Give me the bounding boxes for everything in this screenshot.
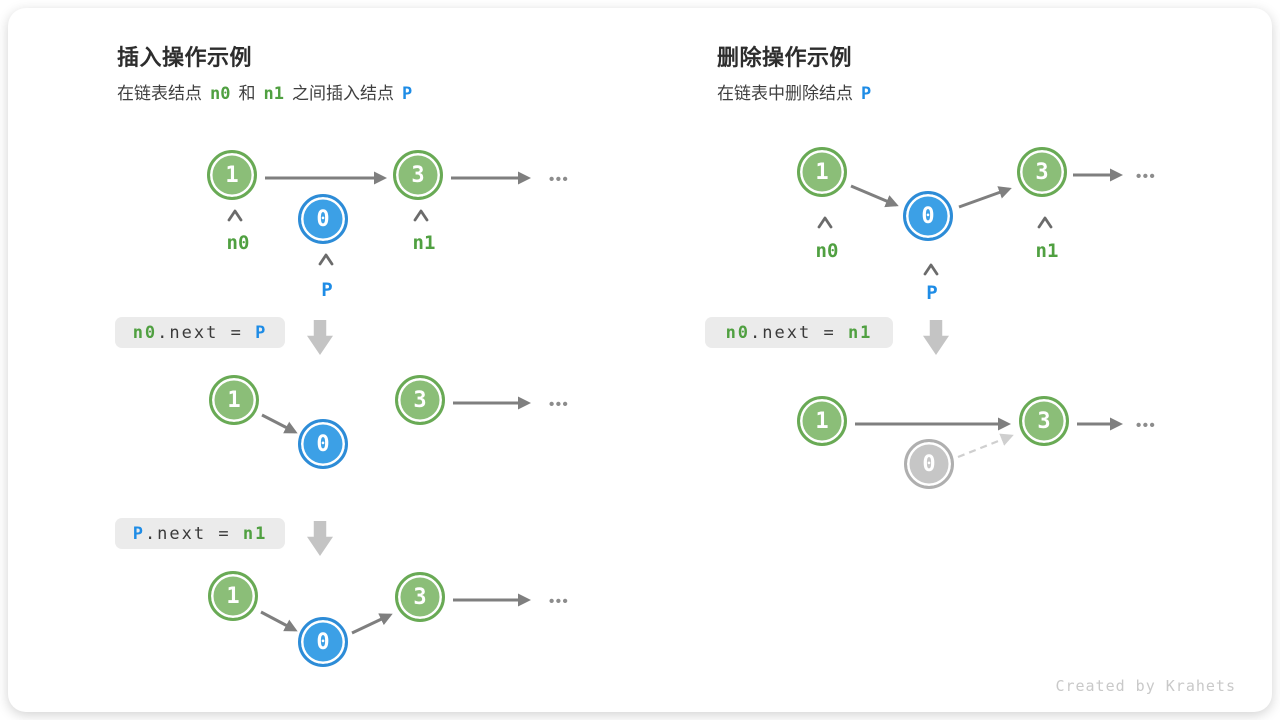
pointer-label-n1: n1	[1035, 240, 1059, 262]
code-lhs: P	[132, 523, 145, 544]
node-p-removed: 0	[904, 439, 954, 489]
subtitle-text: 之间插入结点	[291, 84, 394, 103]
ellipsis: •••	[1136, 417, 1157, 434]
delete-panel-title: 删除操作示例	[717, 45, 853, 70]
subtitle-text: 在链表中删除结点	[717, 84, 853, 103]
pointer-label-p: P	[926, 282, 938, 304]
code-step-2: P.next = n1	[115, 518, 285, 549]
insert-panel-subtitle: 在链表结点 n0 和 n1 之间插入结点 P	[117, 79, 420, 104]
pointer-label-n0: n0	[226, 232, 250, 254]
code-op: .next =	[750, 322, 848, 343]
ellipsis: •••	[1136, 168, 1157, 185]
node-n1: 3	[395, 375, 445, 425]
code-lhs: n0	[725, 322, 751, 343]
node-n1: 3	[395, 572, 445, 622]
subtitle-text: 在链表结点	[117, 84, 202, 103]
node-n0: 1	[207, 150, 257, 200]
token-n1: n1	[263, 84, 284, 104]
node-p: 0	[903, 191, 953, 241]
node-n0: 1	[797, 396, 847, 446]
pointer-label-n1: n1	[412, 232, 436, 254]
node-p: 0	[298, 194, 348, 244]
token-p: P	[401, 84, 413, 104]
code-step-delete: n0.next = n1	[705, 317, 893, 348]
code-rhs: P	[255, 322, 268, 343]
token-p: P	[861, 84, 872, 104]
node-p: 0	[298, 617, 348, 667]
code-step-1: n0.next = P	[115, 317, 285, 348]
code-op: .next =	[144, 523, 243, 544]
ellipsis: •••	[549, 171, 570, 188]
node-n1: 3	[1019, 396, 1069, 446]
pointer-label-p: P	[321, 279, 333, 301]
diagram-card	[8, 8, 1272, 712]
delete-panel-subtitle: 在链表中删除结点 P	[717, 79, 879, 104]
node-p: 0	[298, 419, 348, 469]
node-n1: 3	[1017, 147, 1067, 197]
ellipsis: •••	[549, 593, 570, 610]
subtitle-text: 和	[238, 84, 256, 103]
node-n0: 1	[797, 147, 847, 197]
watermark: Created by Krahets	[1055, 677, 1236, 695]
code-rhs: n1	[847, 322, 873, 343]
pointer-label-n0: n0	[815, 240, 839, 262]
insert-panel-title: 插入操作示例	[117, 45, 253, 70]
node-n0: 1	[208, 571, 258, 621]
code-rhs: n1	[242, 523, 268, 544]
code-op: .next =	[157, 322, 256, 343]
token-n0: n0	[210, 84, 231, 104]
node-n0: 1	[209, 375, 259, 425]
node-n1: 3	[393, 150, 443, 200]
code-lhs: n0	[132, 322, 158, 343]
ellipsis: •••	[549, 396, 570, 413]
